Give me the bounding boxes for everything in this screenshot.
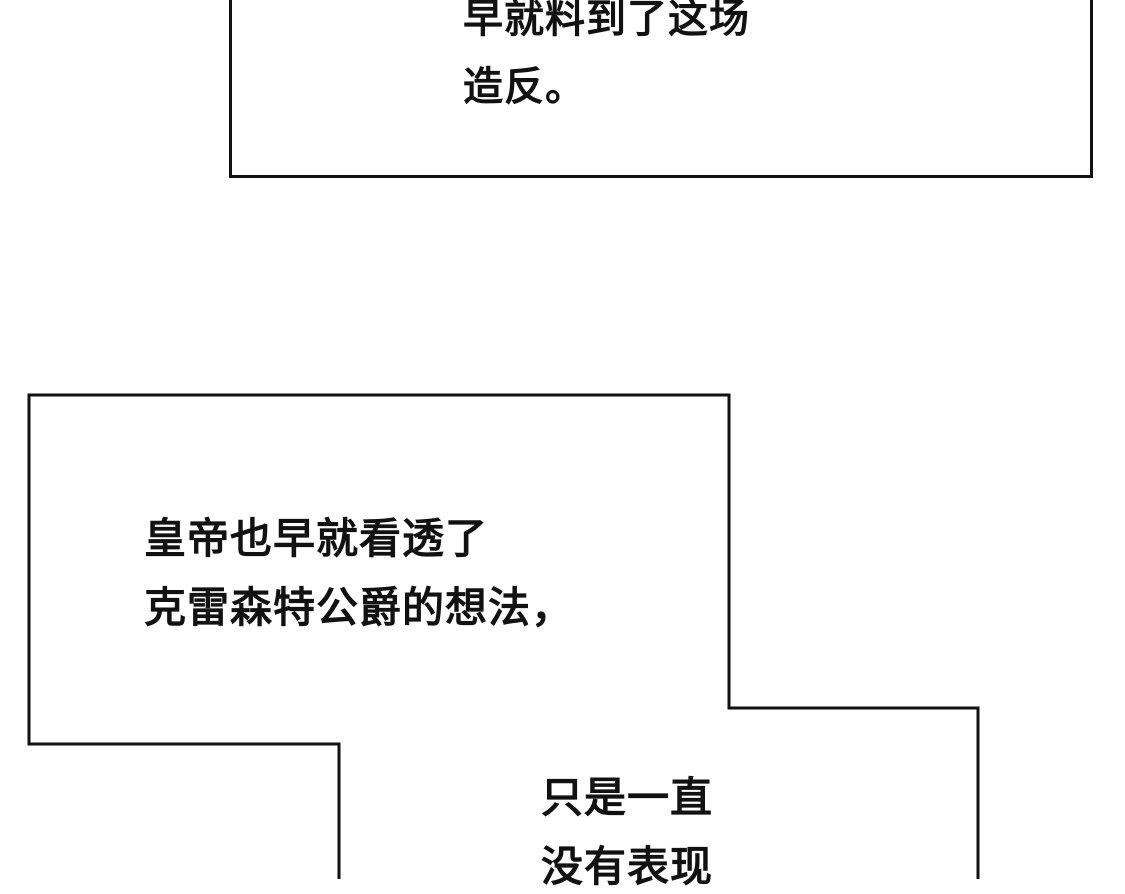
caption-top-line-1: 早就料到了这场 [463,0,750,42]
caption-bottom-line-4: 没有表现 [541,842,714,891]
caption-top-line-2: 造反。 [463,64,586,110]
caption-box-bottom-outline [27,393,980,879]
caption-bottom-line-2: 克雷森特公爵的想法， [144,583,575,632]
caption-bottom-line-3: 只是一直 [541,773,714,822]
caption-bottom-line-1: 皇帝也早就看透了 [144,514,489,563]
caption-box-top [229,0,1093,178]
